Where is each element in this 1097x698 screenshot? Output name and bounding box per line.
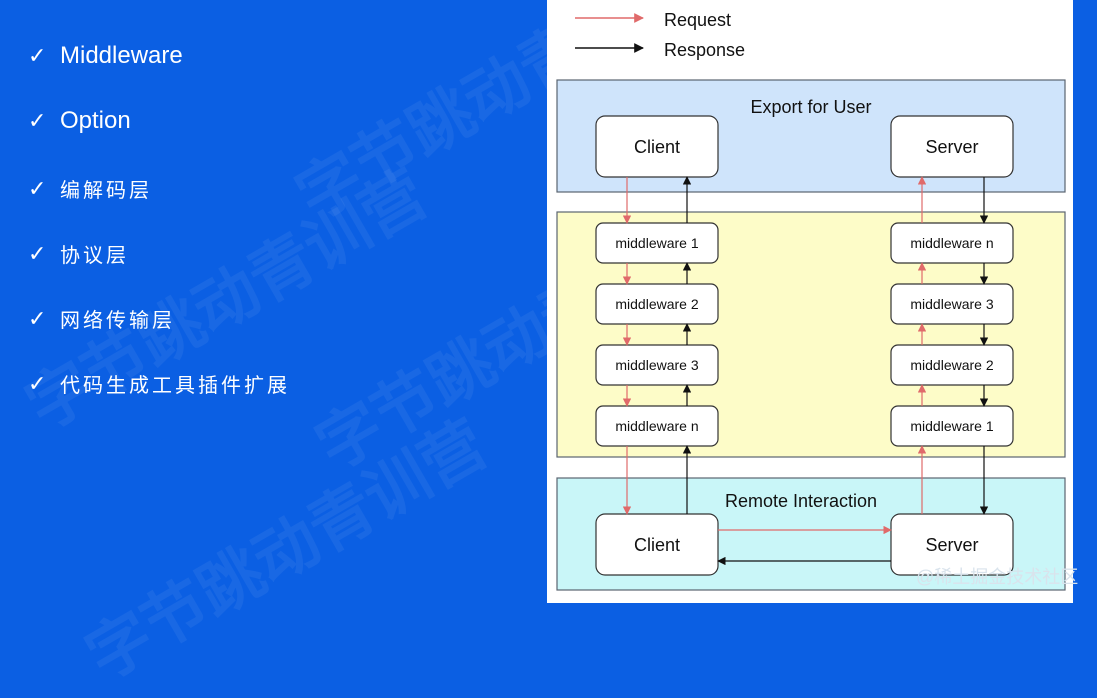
feature-label: Option	[60, 107, 131, 134]
server-middleware-box	[890, 405, 1014, 447]
feature-item-middleware: ✓ Middleware	[28, 42, 183, 70]
diagram-panel: Request Response Export for User Remote …	[547, 0, 1073, 603]
server-middleware-box	[890, 344, 1014, 386]
remote-band-title: Remote Interaction	[725, 491, 877, 511]
client-middleware-box	[595, 405, 719, 447]
client-middleware-box	[595, 222, 719, 264]
client-middleware-label: middleware n	[615, 418, 698, 434]
feature-label: 编解码层	[60, 178, 152, 202]
checkmark-icon: ✓	[28, 240, 47, 266]
remote-server-box	[890, 513, 1014, 576]
feature-label: Middleware	[60, 42, 183, 69]
checkmark-icon: ✓	[28, 175, 47, 201]
client-middleware-box	[595, 283, 719, 325]
feature-item-codegen: ✓ 代码生成工具插件扩展	[28, 369, 290, 398]
legend-response-label: Response	[664, 40, 745, 60]
corner-watermark: @稀土掘金技术社区	[916, 567, 1079, 587]
client-middleware-box	[595, 344, 719, 386]
client-middleware-label: middleware 3	[615, 357, 698, 373]
checkmark-icon: ✓	[28, 43, 47, 68]
feature-label: 网络传输层	[60, 308, 175, 332]
server-middleware-box	[890, 283, 1014, 325]
user-server-box	[890, 115, 1014, 178]
background-watermark: 字节跳动青训营	[74, 407, 499, 694]
server-middleware-label: middleware 1	[910, 418, 993, 434]
server-middleware-box	[890, 222, 1014, 264]
feature-label: 协议层	[60, 243, 129, 267]
checkmark-icon: ✓	[28, 370, 47, 396]
client-middleware-label: middleware 2	[615, 296, 698, 312]
feature-label: 代码生成工具插件扩展	[60, 373, 290, 397]
feature-item-transport: ✓ 网络传输层	[28, 304, 175, 333]
user-client-label: Client	[634, 137, 680, 157]
legend-request-label: Request	[664, 10, 731, 30]
user-band-title: Export for User	[750, 97, 871, 117]
checkmark-icon: ✓	[28, 305, 47, 331]
user-client-box	[595, 115, 719, 178]
server-middleware-label: middleware 3	[910, 296, 993, 312]
middleware-flow-diagram: Request Response Export for User Remote …	[556, 10, 1066, 591]
client-middleware-label: middleware 1	[615, 235, 698, 251]
checkmark-icon: ✓	[28, 108, 47, 133]
user-server-label: Server	[925, 137, 978, 157]
server-middleware-label: middleware 2	[910, 357, 993, 373]
feature-item-codec: ✓ 编解码层	[28, 174, 152, 203]
remote-client-box	[595, 513, 719, 576]
server-middleware-label: middleware n	[910, 235, 993, 251]
feature-item-option: ✓ Option	[28, 107, 131, 135]
feature-item-protocol: ✓ 协议层	[28, 239, 129, 268]
remote-client-label: Client	[634, 535, 680, 555]
remote-server-label: Server	[925, 535, 978, 555]
